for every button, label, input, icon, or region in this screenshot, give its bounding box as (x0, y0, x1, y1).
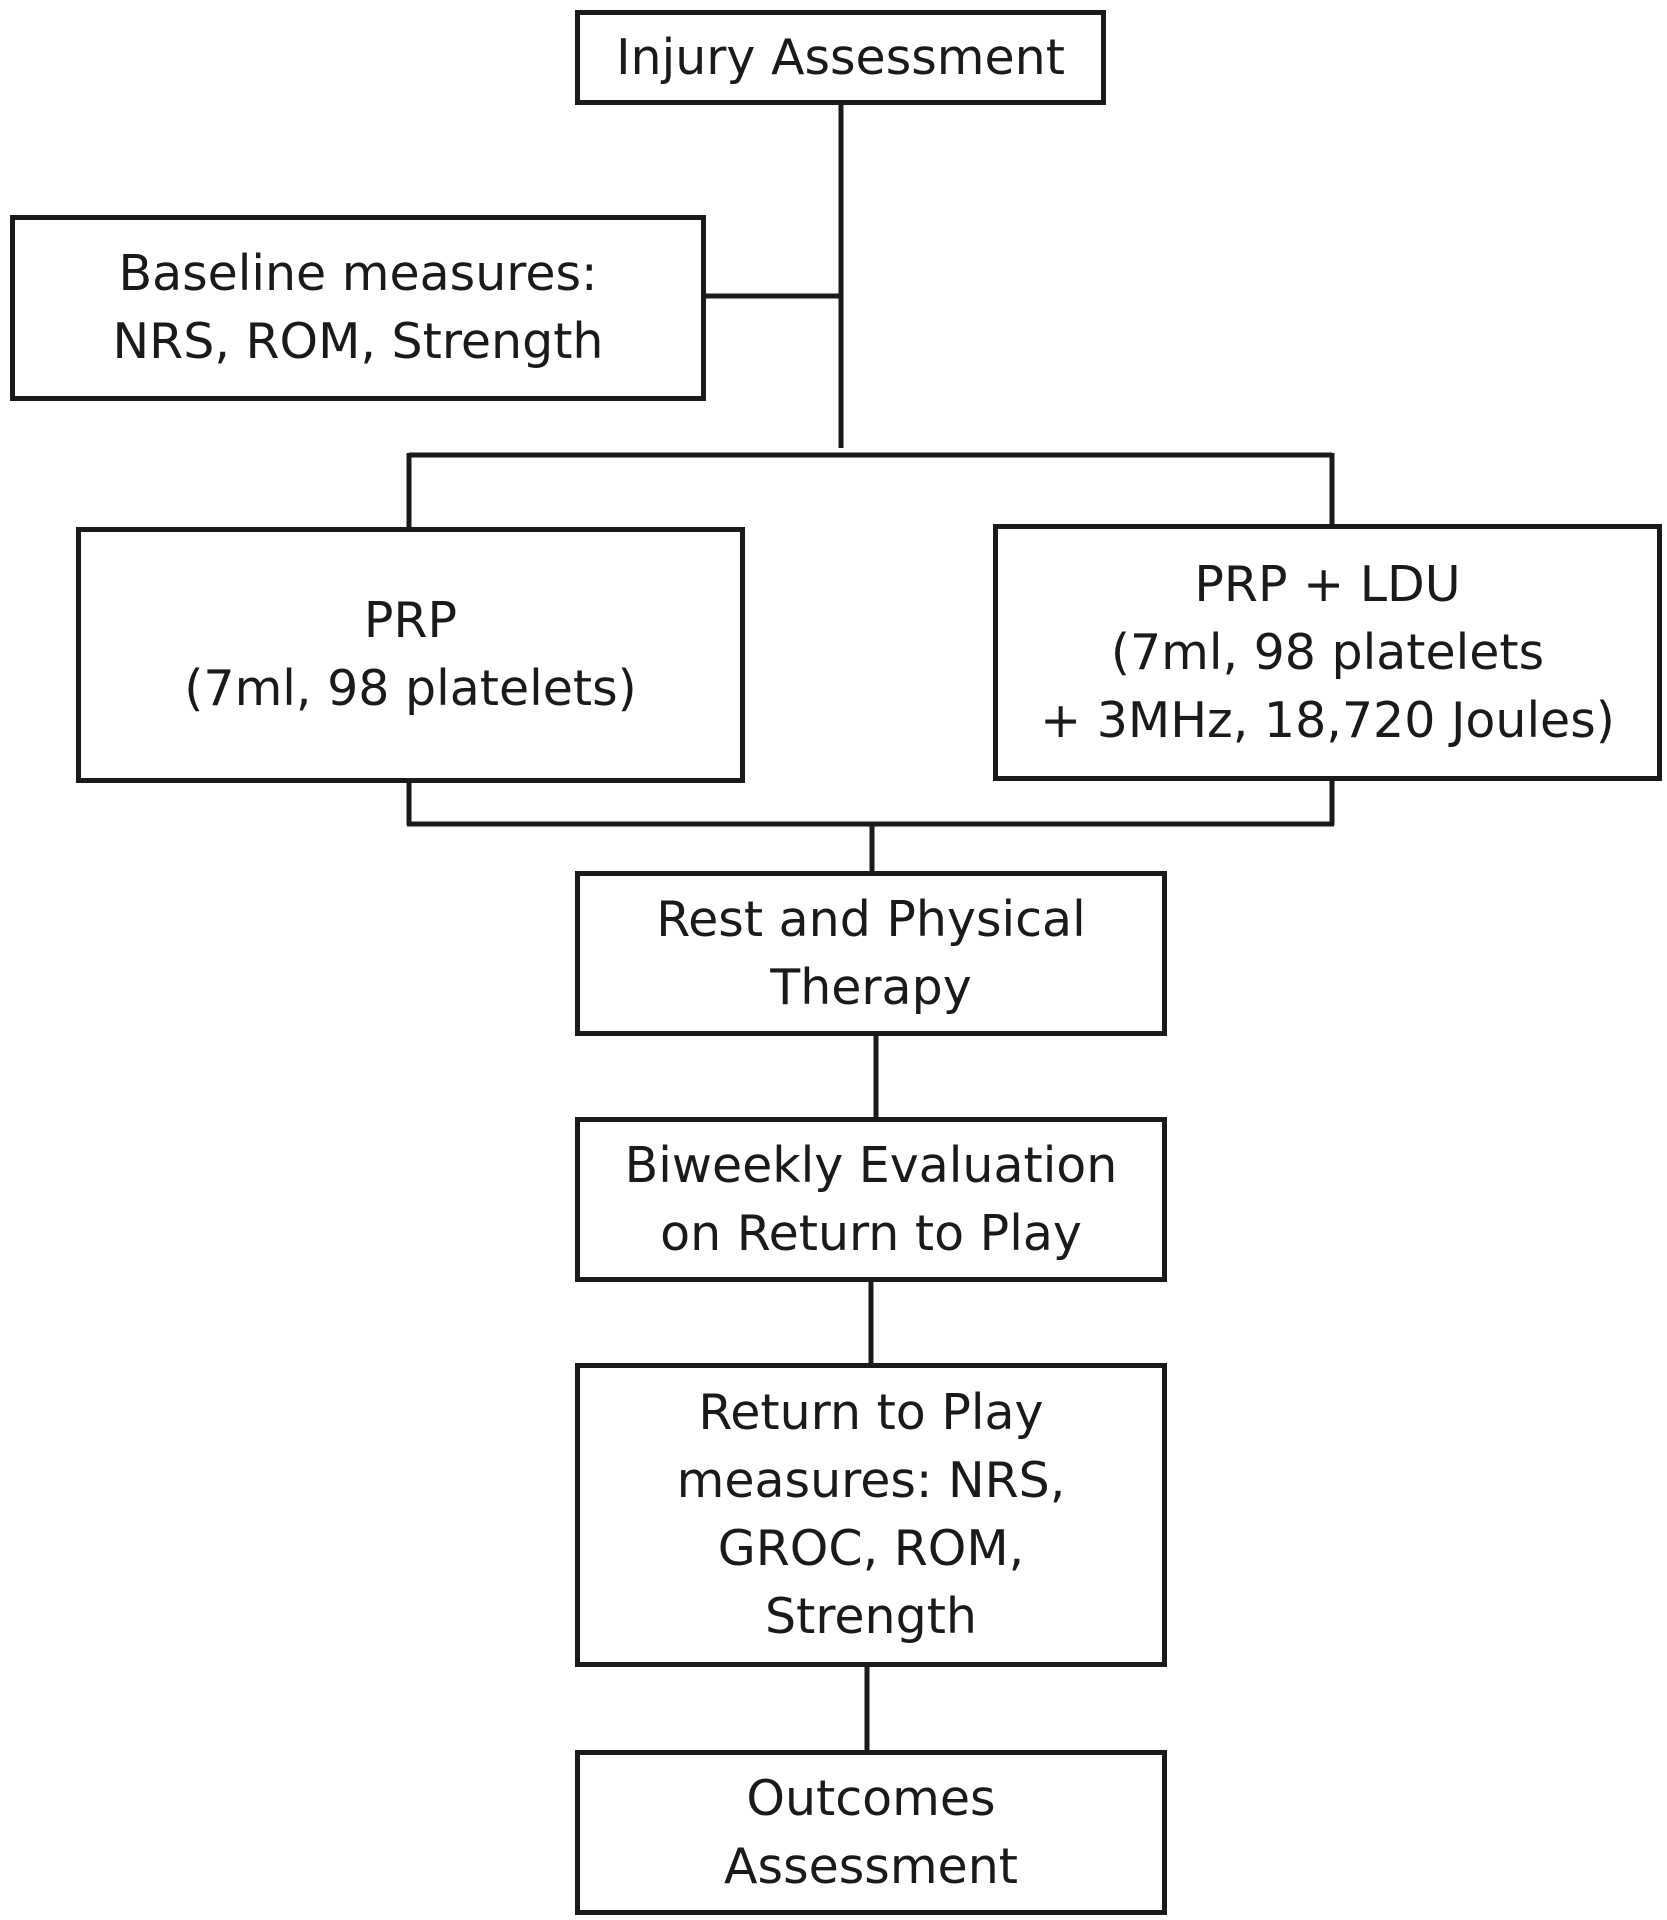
rest-therapy-line-1: Rest and Physical (656, 890, 1086, 948)
prp-ldu-line-1: PRP + LDU (1194, 555, 1461, 613)
rest-therapy-node: Rest and Physical Therapy (575, 871, 1167, 1036)
baseline-measures-line-2: NRS, ROM, Strength (112, 313, 604, 370)
return-to-play-line-4: Strength (765, 1588, 977, 1645)
prp-ldu-node: PRP + LDU (7ml, 98 platelets + 3MHz, 18,… (993, 524, 1662, 781)
biweekly-evaluation-line-1: Biweekly Evaluation (624, 1136, 1118, 1194)
prp-line-2: (7ml, 98 platelets) (184, 660, 637, 717)
return-to-play-line-1: Return to Play (698, 1384, 1044, 1441)
return-to-play-measures-node: Return to Play measures: NRS, GROC, ROM,… (575, 1363, 1167, 1667)
outcomes-assessment-line-1: Outcomes (746, 1769, 996, 1827)
prp-ldu-line-2: (7ml, 98 platelets (1110, 623, 1545, 681)
baseline-measures-line-1: Baseline measures: (118, 245, 598, 302)
return-to-play-line-2: measures: NRS, (676, 1452, 1066, 1509)
prp-ldu-line-3: + 3MHz, 18,720 Joules) (1040, 691, 1615, 749)
outcomes-assessment-node: Outcomes Assessment (575, 1750, 1167, 1915)
baseline-measures-node: Baseline measures: NRS, ROM, Strength (10, 215, 706, 401)
prp-node: PRP (7ml, 98 platelets) (76, 527, 745, 783)
return-to-play-line-3: GROC, ROM, (717, 1520, 1025, 1577)
prp-line-1: PRP (363, 592, 458, 649)
rest-therapy-line-2: Therapy (770, 958, 972, 1016)
outcomes-assessment-line-2: Assessment (724, 1837, 1018, 1895)
injury-assessment-node: Injury Assessment (575, 10, 1106, 105)
injury-assessment-line-1: Injury Assessment (616, 28, 1065, 86)
biweekly-evaluation-node: Biweekly Evaluation on Return to Play (575, 1117, 1167, 1282)
biweekly-evaluation-line-2: on Return to Play (660, 1204, 1082, 1262)
